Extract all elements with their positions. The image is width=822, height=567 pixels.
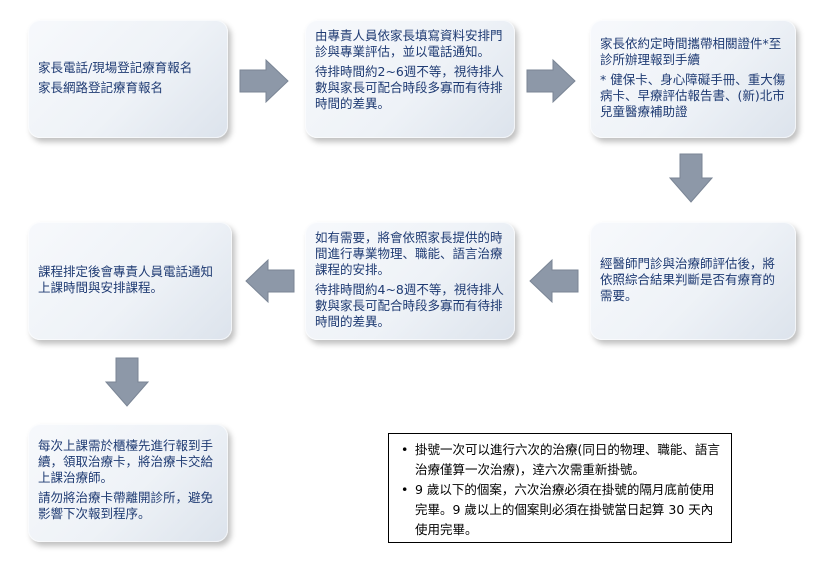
bullet-icon: • bbox=[401, 442, 409, 457]
down-arrow-icon bbox=[668, 153, 714, 203]
step-6-course-notification: 課程排定後會專責人員電話通知上課時間與安排課程。 bbox=[28, 222, 232, 340]
left-arrow-icon bbox=[245, 258, 295, 304]
step-7-para-1: 每次上課需於櫃檯先進行報到手續，領取治療卡，將治療卡交給上課治療師。 bbox=[38, 438, 214, 485]
note-item: • 掛號一次可以進行六次的治療(同日的物理、職能、語言治療僅算一次治療)，逹六次… bbox=[401, 440, 721, 480]
down-arrow-icon bbox=[104, 357, 150, 407]
registration-rules-note: • 掛號一次可以進行六次的治療(同日的物理、職能、語言治療僅算一次治療)，逹六次… bbox=[388, 433, 732, 543]
step-2-scheduling: 由專責人員依家長填寫資料安排門診與專業評估，並以電話通知。 待排時間約2~6週不… bbox=[305, 20, 515, 138]
note-item-text: 9 歲以下的個案，六次治療必須在掛號的隔月底前使用完畢。9 歲以上的個案則必須在… bbox=[415, 482, 715, 537]
step-7-attend-class: 每次上課需於櫃檯先進行報到手續，領取治療卡，將治療卡交給上課治療師。 請勿將治療… bbox=[28, 424, 228, 542]
step-3-para-2: * 健保卡、身心障礙手冊、重大傷病卡、早療評估報告書、(新)北市兒童醫療補助證 bbox=[600, 72, 786, 119]
step-2-para-2: 待排時間約2~6週不等，視待排人數與家長可配合時段多寡而有待排時間的差異。 bbox=[315, 64, 504, 111]
step-4-assessment: 經醫師門診與治療師評估後，將依照綜合結果判斷是否有療育的需要。 bbox=[590, 222, 796, 340]
step-1-registration: 家長電話/現場登記療育報名 家長網路登記療育報名 bbox=[28, 20, 228, 138]
step-5-para-2: 待排時間約4~8週不等，視待排人數與家長可配合時段多寡而有待排時間的差異。 bbox=[315, 282, 504, 329]
step-1-line-phone: 家長電話/現場登記療育報名 bbox=[38, 60, 193, 75]
note-item: • 9 歲以下的個案，六次治療必須在掛號的隔月底前使用完畢。9 歲以上的個案則必… bbox=[401, 480, 721, 540]
step-6-para-1: 課程排定後會專責人員電話通知上課時間與安排課程。 bbox=[38, 264, 214, 295]
step-1-line-online: 家長網路登記療育報名 bbox=[38, 80, 164, 95]
step-5-para-1: 如有需要，將會依照家長提供的時間進行專業物理、職能、語言治療課程的安排。 bbox=[315, 230, 503, 277]
step-2-para-1: 由專責人員依家長填寫資料安排門診與專業評估，並以電話通知。 bbox=[315, 28, 503, 59]
note-list: • 掛號一次可以進行六次的治療(同日的物理、職能、語言治療僅算一次治療)，逹六次… bbox=[401, 440, 721, 540]
step-3-para-1: 家長依約定時間攜帶相關證件*至診所辦理報到手續 bbox=[600, 36, 782, 67]
bullet-icon: • bbox=[401, 482, 409, 497]
right-arrow-icon bbox=[526, 58, 576, 104]
step-4-para-1: 經醫師門診與治療師評估後，將依照綜合結果判斷是否有療育的需要。 bbox=[600, 256, 776, 303]
note-item-text: 掛號一次可以進行六次的治療(同日的物理、職能、語言治療僅算一次治療)，逹六次需重… bbox=[415, 442, 720, 477]
right-arrow-icon bbox=[239, 58, 289, 104]
left-arrow-icon bbox=[529, 258, 579, 304]
step-7-para-2: 請勿將治療卡帶離開診所，避免影響下次報到程序。 bbox=[38, 490, 214, 521]
step-3-check-in: 家長依約定時間攜帶相關證件*至診所辦理報到手續 * 健保卡、身心障礙手冊、重大傷… bbox=[590, 20, 796, 138]
step-5-therapy-arrangement: 如有需要，將會依照家長提供的時間進行專業物理、職能、語言治療課程的安排。 待排時… bbox=[305, 222, 515, 340]
